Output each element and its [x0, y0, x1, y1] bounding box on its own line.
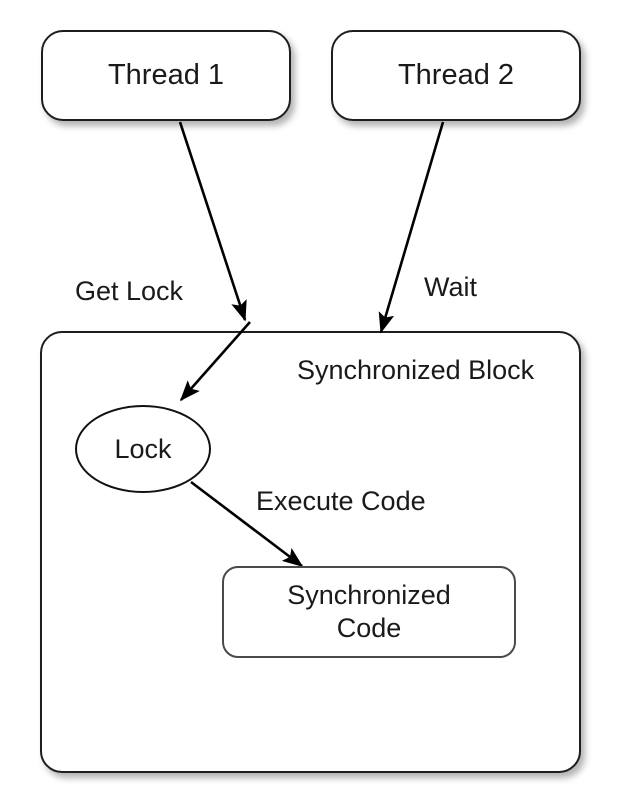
node-synchronized-block[interactable]: Synchronized Block	[40, 331, 581, 773]
node-lock-label: Lock	[114, 433, 172, 464]
node-synchronized-code[interactable]: Synchronized Code	[222, 566, 516, 658]
edge-thread1-to-block	[178, 121, 247, 322]
edge-label-get-lock: Get Lock	[75, 276, 184, 306]
synchronized-block-title: Synchronized Block	[297, 355, 535, 385]
node-lock[interactable]: Lock	[75, 405, 211, 493]
edge-label-wait: Wait	[424, 272, 477, 302]
edge-label-execute-code: Execute Code	[256, 486, 426, 516]
node-thread-1-label: Thread 1	[107, 58, 225, 91]
node-synchronized-code-label-line2: Code	[336, 613, 402, 643]
node-synchronized-code-label-line1: Synchronized	[287, 580, 451, 611]
node-thread-2[interactable]: Thread 2	[331, 30, 581, 121]
node-thread-1[interactable]: Thread 1	[41, 30, 291, 121]
node-thread-2-label: Thread 2	[397, 58, 515, 91]
